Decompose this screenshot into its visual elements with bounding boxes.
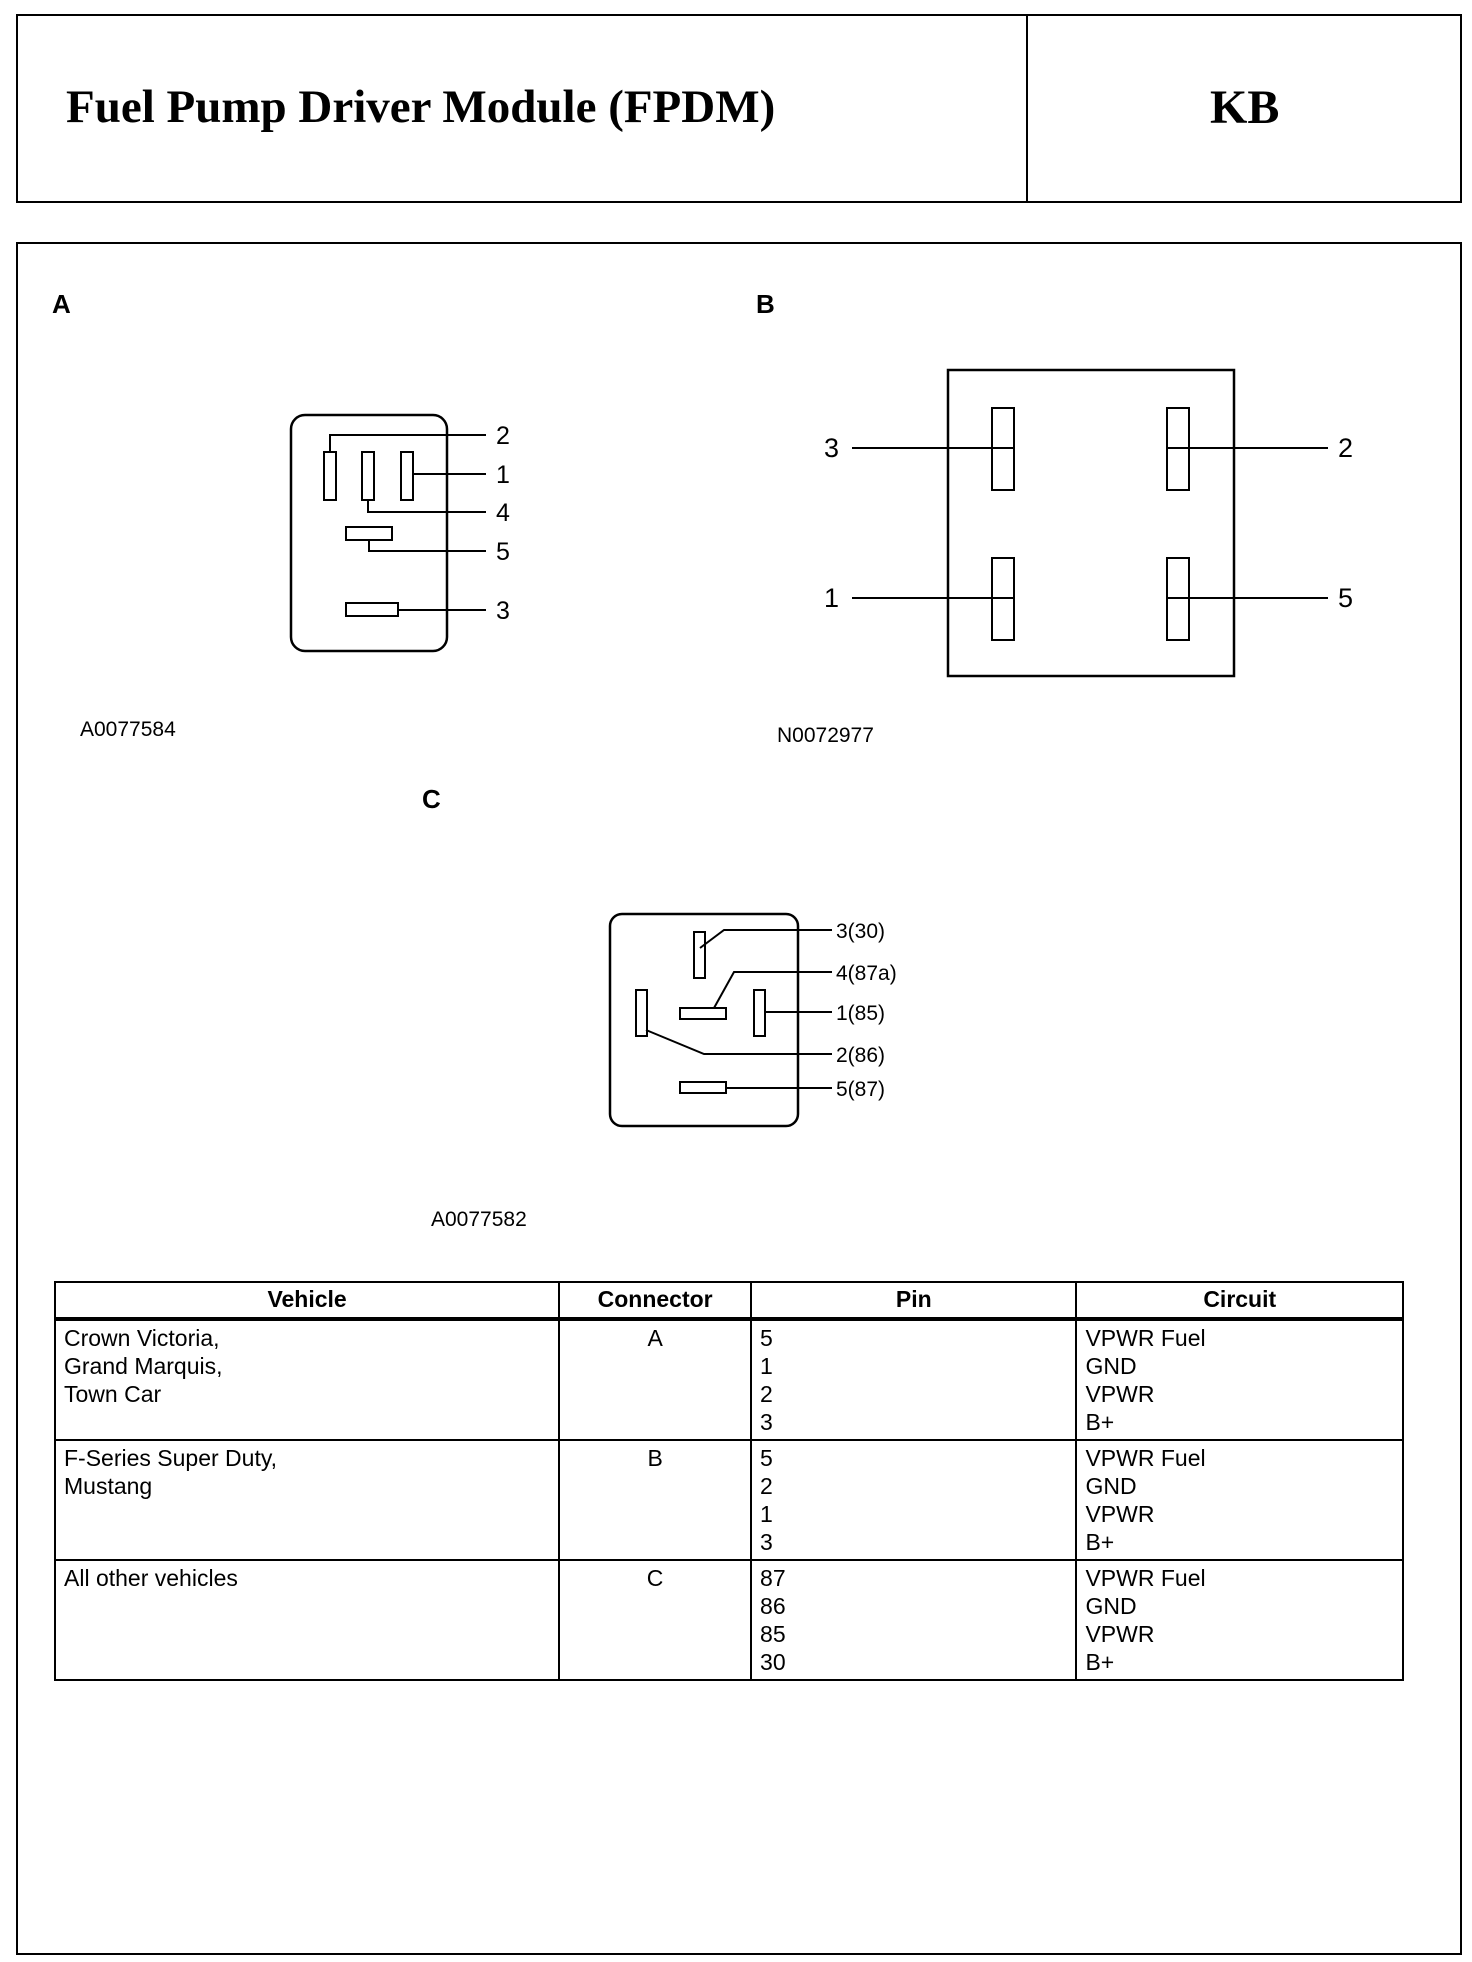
column-header-vehicle: Vehicle bbox=[53, 1281, 561, 1321]
connector-a-pin-label: 1 bbox=[496, 461, 510, 489]
vehicle-cell: All other vehicles bbox=[53, 1559, 561, 1681]
connector-a-lead-4 bbox=[367, 500, 486, 513]
connector-b-pin-label: 2 bbox=[1338, 433, 1353, 463]
circuit-name: VPWR bbox=[1085, 1381, 1155, 1407]
panel-c-figure-id: A0077582 bbox=[431, 1208, 527, 1231]
connector-a-housing bbox=[289, 413, 449, 653]
pin-number: 1 bbox=[760, 1353, 773, 1379]
connector-c-lead-86 bbox=[645, 1029, 832, 1055]
circuit-name: B+ bbox=[1085, 1409, 1115, 1435]
panel-c-label: C bbox=[422, 784, 441, 814]
pin-number: 3 bbox=[760, 1529, 773, 1555]
connector-a-terminal-4 bbox=[361, 451, 375, 501]
connector-cell: C bbox=[558, 1559, 753, 1681]
connector-c-diagram: 3(30) 4(87a) 1(85) 2(86) 5(87) bbox=[608, 912, 897, 1128]
pin-number: 30 bbox=[760, 1649, 786, 1675]
circuit-name: VPWR bbox=[1085, 1501, 1155, 1527]
connector-a-pin-label: 5 bbox=[496, 538, 510, 566]
connector-c-pin-label: 2(86) bbox=[836, 1044, 885, 1067]
pin-number: 2 bbox=[760, 1473, 773, 1499]
pin-number: 85 bbox=[760, 1621, 786, 1647]
column-header-pin: Pin bbox=[750, 1281, 1078, 1321]
circuit-name: GND bbox=[1085, 1353, 1137, 1379]
table-row: All other vehicles C 87 86 85 30 VPWR Fu… bbox=[53, 1559, 1404, 1681]
header-divider bbox=[1026, 14, 1028, 203]
table-header-row: Vehicle Connector Pin Circuit bbox=[53, 1281, 1404, 1321]
pin-number: 87 bbox=[760, 1565, 786, 1591]
circuit-name: GND bbox=[1085, 1473, 1137, 1499]
vehicle-name: Town Car bbox=[64, 1381, 162, 1407]
table-row: Crown Victoria, Grand Marquis, Town Car … bbox=[53, 1318, 1404, 1441]
pin-number: 1 bbox=[760, 1501, 773, 1527]
vehicle-cell: F-Series Super Duty, Mustang bbox=[53, 1439, 561, 1561]
pin-cell: 5 2 1 3 bbox=[750, 1439, 1078, 1561]
vehicle-cell: Crown Victoria, Grand Marquis, Town Car bbox=[53, 1318, 561, 1441]
pin-cell: 5 1 2 3 bbox=[750, 1318, 1078, 1441]
circuit-name: VPWR Fuel bbox=[1085, 1445, 1206, 1471]
content-frame bbox=[16, 242, 1462, 1955]
vehicle-name: F-Series Super Duty, bbox=[64, 1445, 278, 1471]
pin-number: 3 bbox=[760, 1409, 773, 1435]
document-code: KB bbox=[1210, 81, 1280, 134]
connector-b-pin-label: 3 bbox=[824, 433, 839, 463]
connector-a-pin-label: 2 bbox=[496, 422, 510, 450]
column-header-connector: Connector bbox=[558, 1281, 753, 1321]
pin-number: 86 bbox=[760, 1593, 786, 1619]
connector-a-terminal-2 bbox=[323, 451, 337, 501]
vehicle-name: All other vehicles bbox=[64, 1565, 238, 1591]
connector-c-terminal-87 bbox=[679, 1081, 727, 1094]
connector-b-diagram: 3 2 1 5 bbox=[824, 368, 1353, 678]
connector-c-housing bbox=[608, 912, 800, 1128]
table-row: F-Series Super Duty, Mustang B 5 2 1 3 V… bbox=[53, 1439, 1404, 1561]
vehicle-name: Grand Marquis, bbox=[64, 1353, 223, 1379]
circuit-name: B+ bbox=[1085, 1529, 1115, 1555]
connector-a-pin-label: 3 bbox=[496, 597, 510, 625]
circuit-name: VPWR Fuel bbox=[1085, 1565, 1206, 1591]
connector-c-terminal-85 bbox=[753, 989, 766, 1037]
circuit-name: GND bbox=[1085, 1593, 1137, 1619]
circuit-cell: VPWR Fuel GND VPWR B+ bbox=[1075, 1559, 1404, 1681]
circuit-cell: VPWR Fuel GND VPWR B+ bbox=[1075, 1439, 1404, 1561]
connector-b-pin-label: 5 bbox=[1338, 583, 1353, 613]
pin-cell: 87 86 85 30 bbox=[750, 1559, 1078, 1681]
connector-c-pin-label: 1(85) bbox=[836, 1002, 885, 1025]
connector-a-diagram: 2 1 4 5 3 bbox=[289, 413, 510, 653]
connector-c-lead-87a bbox=[713, 971, 832, 1009]
connector-a-terminal-5 bbox=[345, 526, 393, 541]
header-box bbox=[16, 14, 1462, 203]
page-title: Fuel Pump Driver Module (FPDM) bbox=[66, 81, 776, 133]
circuit-name: B+ bbox=[1085, 1649, 1115, 1675]
connector-a-terminal-1 bbox=[400, 451, 414, 501]
panel-a-figure-id: A0077584 bbox=[80, 718, 176, 741]
connector-a-pin-label: 4 bbox=[496, 499, 510, 527]
panel-b-figure-id: N0072977 bbox=[777, 724, 874, 747]
connector-cell: B bbox=[558, 1439, 753, 1561]
connector-b-pin-label: 1 bbox=[824, 583, 839, 613]
column-header-circuit: Circuit bbox=[1075, 1281, 1404, 1321]
pin-number: 5 bbox=[760, 1445, 773, 1471]
circuit-name: VPWR bbox=[1085, 1621, 1155, 1647]
circuit-name: VPWR Fuel bbox=[1085, 1325, 1206, 1351]
connector-a-terminal-3 bbox=[345, 602, 399, 617]
connector-a-lead-2 bbox=[329, 434, 486, 452]
connector-c-terminal-30 bbox=[693, 931, 706, 979]
panel-a-label: A bbox=[52, 289, 71, 319]
pinout-table: Vehicle Connector Pin Circuit Crown Vict… bbox=[53, 1281, 1404, 1681]
connector-b-housing bbox=[946, 368, 1236, 678]
connector-c-terminal-86 bbox=[635, 989, 648, 1037]
circuit-cell: VPWR Fuel GND VPWR B+ bbox=[1075, 1318, 1404, 1441]
vehicle-name: Crown Victoria, bbox=[64, 1325, 220, 1351]
panel-b-label: B bbox=[756, 289, 775, 319]
connector-c-pin-label: 5(87) bbox=[836, 1078, 885, 1101]
vehicle-name: Mustang bbox=[64, 1473, 153, 1499]
connector-c-lead-30 bbox=[699, 929, 832, 949]
connector-c-terminal-87a bbox=[679, 1007, 727, 1020]
connector-cell: A bbox=[558, 1318, 753, 1441]
connector-c-pin-label: 3(30) bbox=[836, 920, 885, 943]
connector-c-pin-label: 4(87a) bbox=[836, 962, 897, 985]
pin-number: 5 bbox=[760, 1325, 773, 1351]
pin-number: 2 bbox=[760, 1381, 773, 1407]
connector-a-lead-5 bbox=[368, 540, 486, 552]
